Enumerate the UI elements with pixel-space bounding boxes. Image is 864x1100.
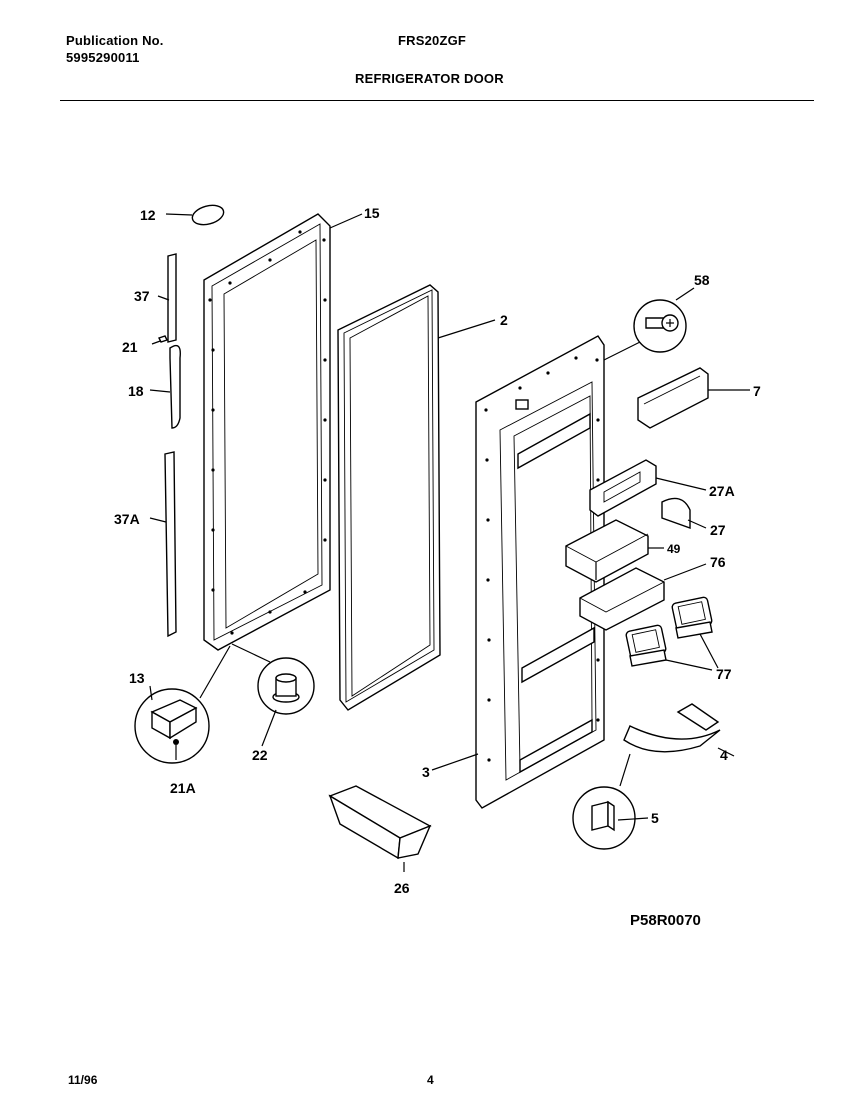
callout-27A: 27A xyxy=(709,483,735,499)
footer-page-number: 4 xyxy=(427,1073,434,1087)
publication-number: 5995290011 xyxy=(66,50,140,65)
section-title: REFRIGERATOR DOOR xyxy=(355,71,504,86)
part-3-door-liner xyxy=(431,335,605,809)
callout-27: 27 xyxy=(710,522,726,538)
part-26-bucket xyxy=(328,785,432,872)
part-27A-dairy-bin xyxy=(589,459,707,517)
callout-37: 37 xyxy=(134,288,150,304)
callout-37A: 37A xyxy=(114,511,140,527)
callout-21A: 21A xyxy=(170,780,196,796)
callout-4: 4 xyxy=(720,747,728,763)
part-37-trim-upper xyxy=(157,253,177,343)
part-15-door-frame xyxy=(203,213,363,651)
callout-77: 77 xyxy=(716,666,732,682)
model-number: FRS20ZGF xyxy=(398,33,467,48)
callout-26: 26 xyxy=(394,880,410,896)
callout-21: 21 xyxy=(122,339,138,355)
callout-7: 7 xyxy=(753,383,761,399)
part-13-hinge-detail xyxy=(134,645,231,764)
part-4-shelf-bar xyxy=(619,703,735,787)
part-7-dairy-door xyxy=(637,367,750,429)
callout-76: 76 xyxy=(710,554,726,570)
callout-58: 58 xyxy=(694,272,710,288)
part-12-badge xyxy=(165,204,225,226)
part-2-door-gasket xyxy=(337,284,496,711)
callout-3: 3 xyxy=(422,764,430,780)
part-37A-trim-lower xyxy=(149,451,177,638)
header-rule xyxy=(60,100,814,101)
callout-13: 13 xyxy=(129,670,145,686)
part-5-clip-detail xyxy=(572,786,649,850)
part-22-cam-detail xyxy=(231,643,315,747)
publication-label: Publication No. xyxy=(66,33,164,48)
part-21-screw xyxy=(151,335,168,345)
callout-15: 15 xyxy=(364,205,380,221)
callout-18: 18 xyxy=(128,383,144,399)
callout-2: 2 xyxy=(500,312,508,328)
part-18-handle-bracket xyxy=(149,344,181,429)
part-49-bin xyxy=(565,519,664,583)
callout-5: 5 xyxy=(651,810,659,826)
part-58-screw-detail xyxy=(603,287,695,361)
part-77-egg-trays xyxy=(625,596,719,671)
part-76-bin xyxy=(579,563,707,631)
part-27-cover xyxy=(661,497,707,529)
callout-22: 22 xyxy=(252,747,268,763)
callout-12: 12 xyxy=(140,207,156,223)
footer-date: 11/96 xyxy=(68,1073,98,1087)
callout-49: 49 xyxy=(667,542,681,556)
diagram-code: P58R0070 xyxy=(630,912,701,929)
